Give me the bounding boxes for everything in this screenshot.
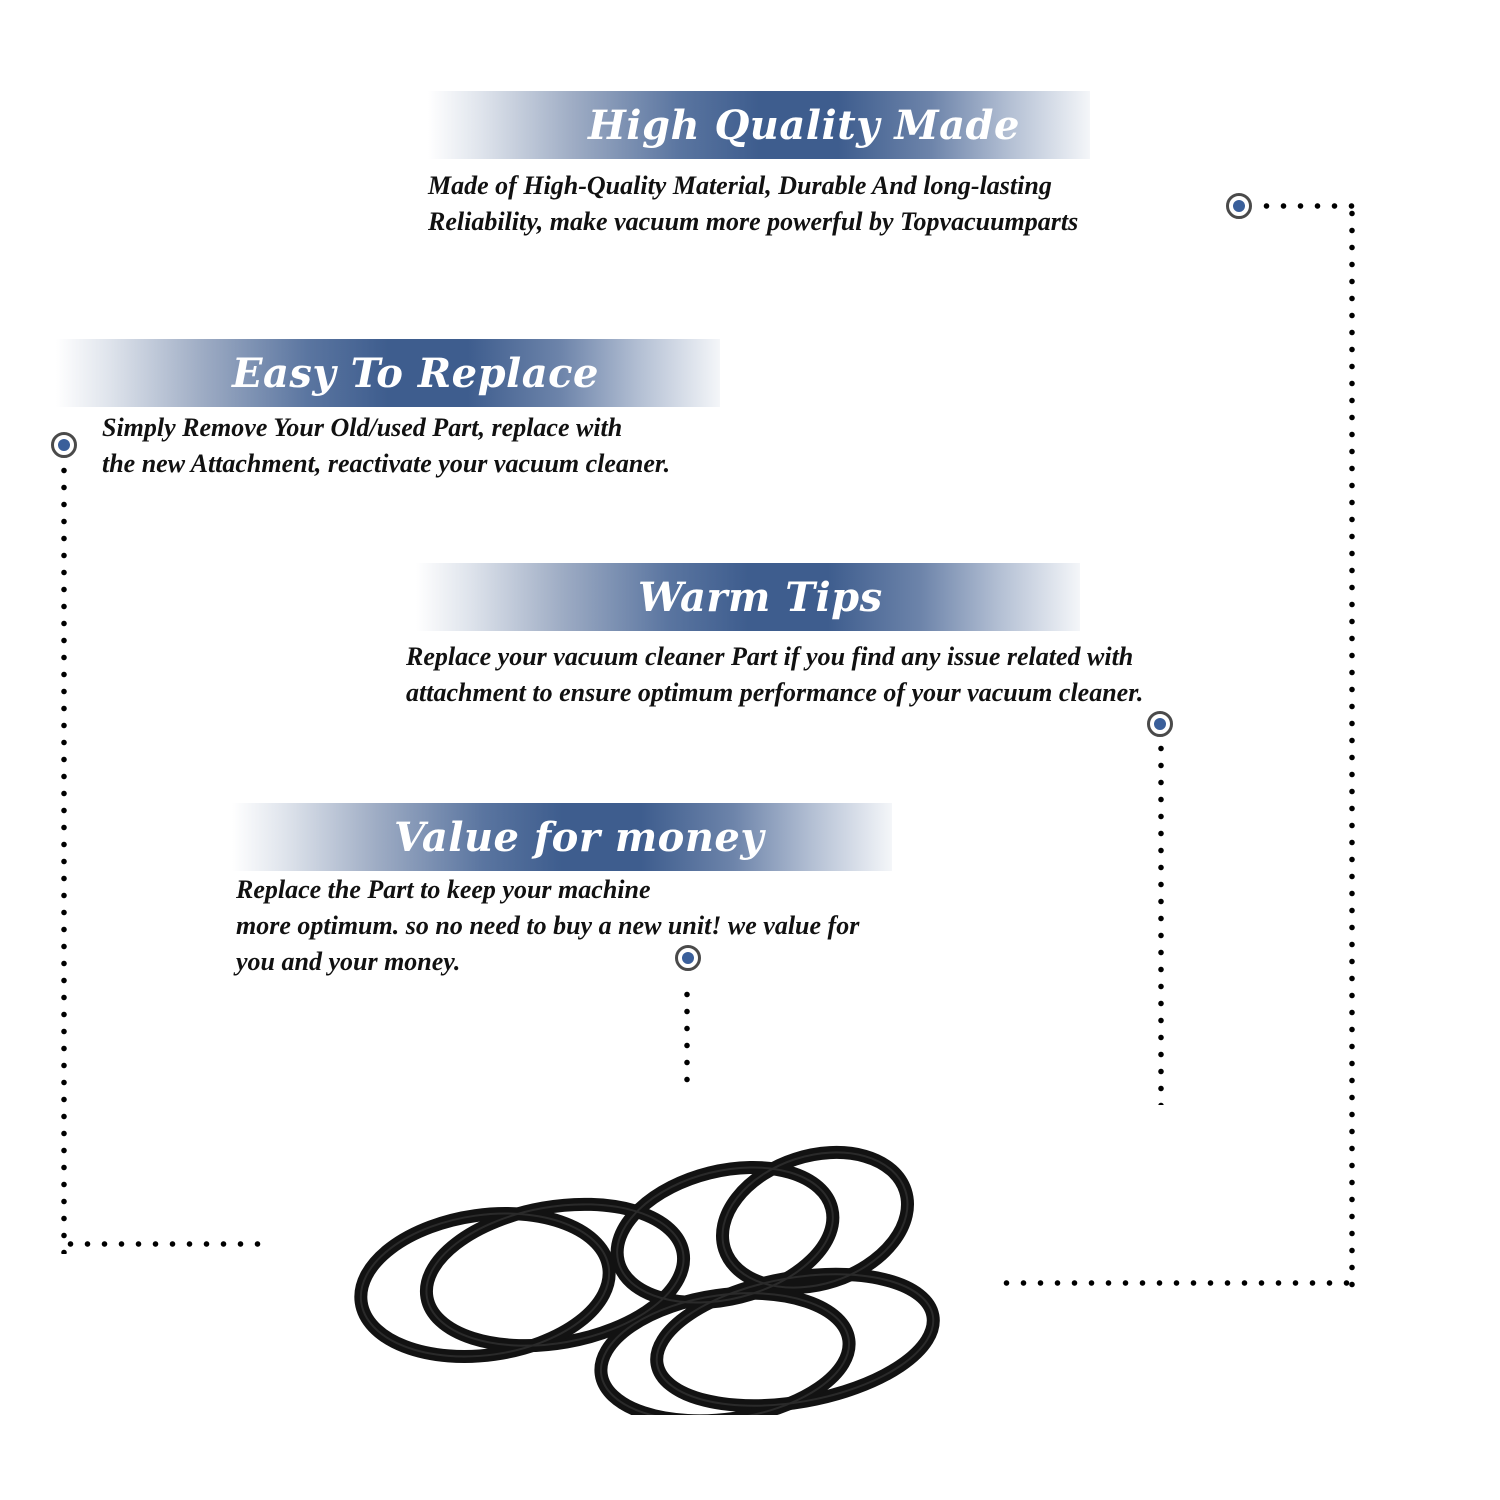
feature-description-value-for-money: Replace the Part to keep your machine mo…: [236, 872, 859, 980]
description-line: Simply Remove Your Old/used Part, replac…: [102, 413, 623, 442]
description-line: Reliability, make vacuum more powerful b…: [428, 207, 1079, 236]
bullet-marker-icon: [1226, 193, 1252, 219]
banner-warm-tips: Warm Tips: [416, 563, 1080, 631]
description-line: the new Attachment, reactivate your vacu…: [102, 449, 671, 478]
description-line: you and your money.: [236, 947, 461, 976]
banner-title: Warm Tips: [638, 573, 883, 621]
dotted-connector: [1349, 205, 1355, 1290]
description-line: attachment to ensure optimum performance…: [406, 678, 1144, 707]
o-rings-product-image: [354, 1145, 940, 1415]
description-line: more optimum. so no need to buy a new un…: [236, 911, 860, 940]
dotted-connector: [1158, 740, 1164, 1105]
description-line: Replace your vacuum cleaner Part if you …: [406, 642, 1134, 671]
dotted-connector: [1258, 203, 1358, 209]
feature-description-warm-tips: Replace your vacuum cleaner Part if you …: [406, 639, 1143, 711]
bullet-marker-icon: [1147, 711, 1173, 737]
dotted-connector: [684, 986, 690, 1091]
dotted-connector: [998, 1280, 1353, 1286]
banner-title: High Quality Made: [588, 101, 1020, 149]
banner-title: Value for money: [394, 813, 765, 861]
description-line: Replace the Part to keep your machine: [236, 875, 651, 904]
banner-easy-to-replace: Easy To Replace: [56, 339, 720, 407]
banner-title: Easy To Replace: [232, 349, 599, 397]
bullet-marker-icon: [51, 432, 77, 458]
feature-description-easy-to-replace: Simply Remove Your Old/used Part, replac…: [102, 410, 670, 482]
banner-value-for-money: Value for money: [232, 803, 892, 871]
feature-description-high-quality: Made of High-Quality Material, Durable A…: [428, 168, 1078, 240]
description-line: Made of High-Quality Material, Durable A…: [428, 171, 1052, 200]
dotted-connector: [62, 1241, 262, 1247]
banner-high-quality-made: High Quality Made: [428, 91, 1090, 159]
bullet-marker-icon: [675, 945, 701, 971]
dotted-connector: [61, 462, 67, 1254]
